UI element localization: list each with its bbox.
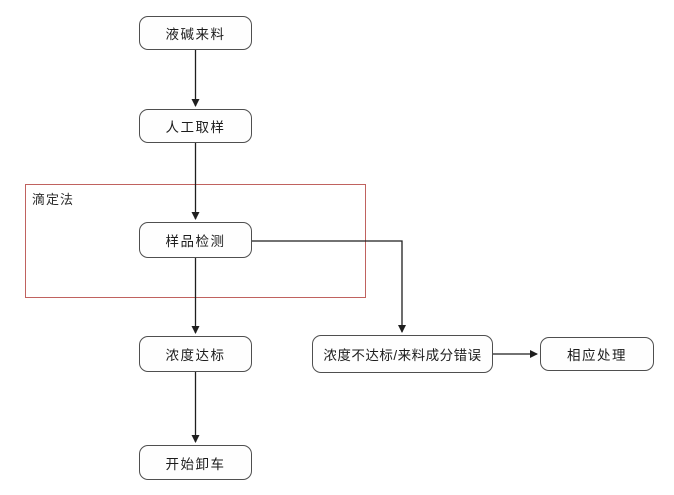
node-liquid-caustic-incoming: 液碱来料 xyxy=(139,16,252,50)
node-concentration-fail: 浓度不达标/来料成分错误 xyxy=(312,335,493,373)
node-label: 液碱来料 xyxy=(165,27,226,42)
node-label: 浓度不达标/来料成分错误 xyxy=(323,348,482,363)
node-label: 浓度达标 xyxy=(165,348,226,363)
node-manual-sampling: 人工取样 xyxy=(139,109,252,143)
node-sample-testing: 样品检测 xyxy=(139,222,252,258)
node-label: 开始卸车 xyxy=(165,456,226,472)
node-label: 样品检测 xyxy=(165,234,226,249)
node-start-unloading: 开始卸车 xyxy=(139,445,252,480)
node-concentration-pass: 浓度达标 xyxy=(139,336,252,372)
node-label: 相应处理 xyxy=(567,348,627,363)
titration-group-label: 滴定法 xyxy=(32,192,75,207)
node-corresponding-handling: 相应处理 xyxy=(540,337,654,371)
node-label: 人工取样 xyxy=(165,120,226,135)
